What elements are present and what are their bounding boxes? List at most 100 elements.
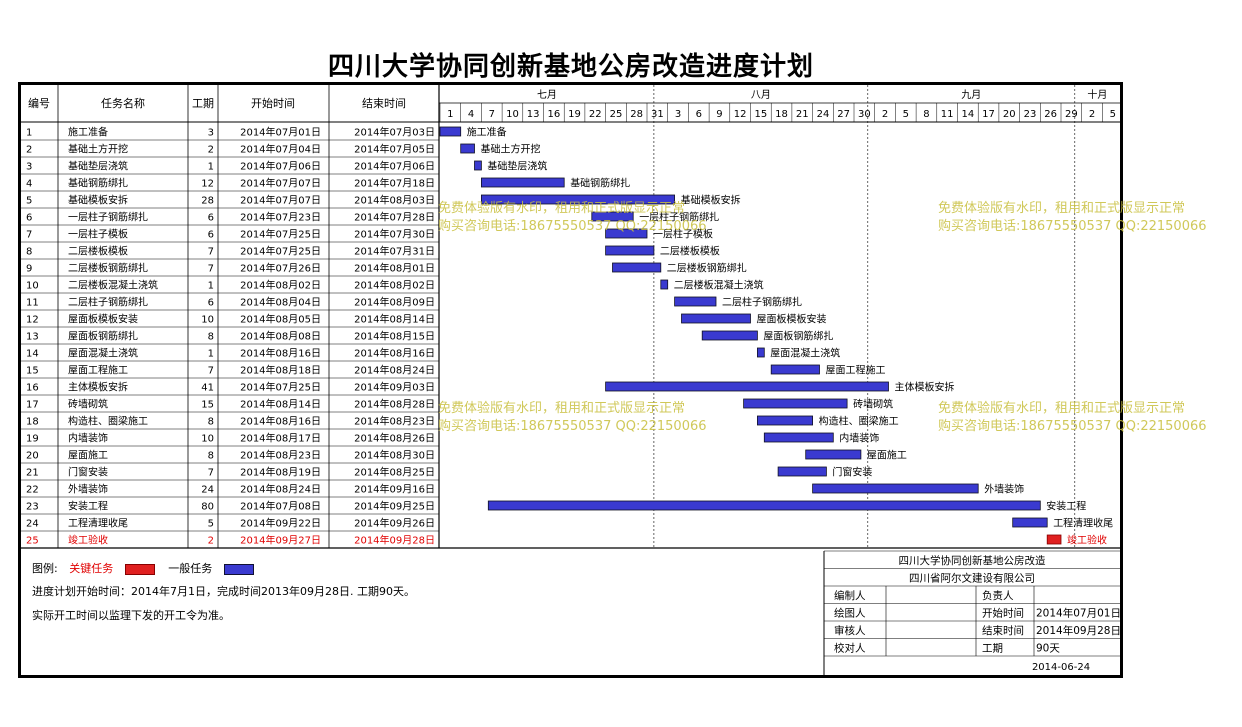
task-name: 屋面板钢筋绑扎 [68, 330, 138, 343]
gantt-bar [605, 245, 655, 256]
task-name: 二层楼板混凝土浇筑 [68, 279, 158, 292]
task-start: 2014年08月02日 [240, 279, 321, 292]
task-start: 2014年07月25日 [240, 245, 321, 258]
gantt-bar-label: 构造柱、圈梁施工 [819, 415, 899, 428]
watermark: 免费体验版有水印，租用和正式版显示正常购买咨询电话:18675550537 QQ… [938, 201, 1207, 234]
day-tick-label: 26 [1044, 109, 1057, 120]
gantt-bar [605, 228, 648, 239]
task-name: 二层楼板模板 [68, 245, 128, 258]
gantt-bar [480, 177, 565, 188]
day-tick-label: 2 [882, 109, 888, 120]
task-days: 1 [208, 349, 214, 360]
gantt-bar [474, 160, 482, 171]
task-days: 2 [208, 145, 214, 156]
gantt-bar-label: 内墙装饰 [839, 432, 879, 445]
task-no: 21 [26, 468, 39, 479]
info-label: 审核人 [834, 624, 866, 637]
gantt-bar-label: 二层楼板混凝土浇筑 [674, 279, 764, 292]
info-label: 校对人 [834, 642, 866, 655]
gantt-bar [701, 330, 758, 341]
day-tick-label: 18 [775, 109, 788, 120]
gantt-bar-label: 外墙装饰 [984, 483, 1024, 496]
task-days: 28 [201, 196, 214, 207]
task-days: 10 [201, 434, 214, 445]
day-tick-label: 21 [796, 109, 809, 120]
page-title: 四川大学协同创新基地公房改造进度计划 [327, 52, 814, 82]
task-end: 2014年08月24日 [354, 364, 435, 377]
gantt-bar [763, 432, 834, 443]
task-no: 23 [26, 502, 39, 513]
info-label: 结束时间 [982, 624, 1024, 637]
day-tick-label: 29 [1065, 109, 1078, 120]
legend: 图例: 关键任务 一般任务 [32, 560, 254, 576]
task-end: 2014年08月09日 [354, 296, 435, 309]
task-name: 屋面混凝土浇筑 [68, 347, 138, 360]
task-days: 6 [208, 213, 214, 224]
day-tick-label: 1 [447, 109, 453, 120]
task-days: 8 [208, 332, 214, 343]
task-end: 2014年08月03日 [354, 194, 435, 207]
task-end: 2014年07月18日 [354, 177, 435, 190]
gantt-bar [591, 211, 634, 222]
task-name: 一层柱子钢筋绑扎 [68, 211, 148, 224]
task-start: 2014年08月05日 [240, 313, 321, 326]
day-tick-label: 22 [589, 109, 602, 120]
task-name: 外墙装饰 [68, 483, 108, 496]
watermark: 免费体验版有水印，租用和正式版显示正常购买咨询电话:18675550537 QQ… [938, 401, 1207, 434]
task-end: 2014年07月05日 [354, 143, 435, 156]
day-tick-label: 31 [651, 109, 664, 120]
task-start: 2014年07月26日 [240, 262, 321, 275]
task-days: 15 [201, 400, 214, 411]
task-name: 竣工验收 [68, 534, 108, 547]
gantt-bar-label: 屋面板钢筋绑扎 [763, 330, 833, 343]
info-date: 2014-06-24 [1032, 662, 1090, 673]
task-name: 内墙装饰 [68, 432, 108, 445]
day-tick-label: 28 [630, 109, 643, 120]
gantt-bar-label: 施工准备 [467, 126, 507, 139]
task-start: 2014年08月19日 [240, 466, 321, 479]
task-no: 24 [26, 519, 39, 530]
legend-normal-label: 一般任务 [168, 562, 213, 575]
task-name: 基础土方开挖 [68, 143, 128, 156]
task-start: 2014年08月08日 [240, 330, 321, 343]
day-tick-label: 23 [1024, 109, 1037, 120]
task-name: 砖墙砌筑 [68, 398, 108, 411]
task-end: 2014年09月16日 [354, 483, 435, 496]
day-tick-label: 4 [468, 109, 474, 120]
task-start: 2014年07月08日 [240, 500, 321, 513]
task-end: 2014年08月26日 [354, 432, 435, 445]
day-tick-label: 14 [961, 109, 974, 120]
task-days: 8 [208, 451, 214, 462]
note-start: 实际开工时间以监理下发的开工令为准。 [32, 609, 230, 622]
task-name: 基础垫层浇筑 [68, 160, 128, 173]
gantt-bar-label: 门窗安装 [832, 466, 872, 479]
task-days: 6 [208, 298, 214, 309]
task-start: 2014年07月25日 [240, 228, 321, 241]
legend-label: 图例: [32, 562, 58, 575]
gantt-bar [1046, 534, 1062, 545]
task-no: 4 [26, 179, 32, 190]
task-start: 2014年08月16日 [240, 415, 321, 428]
gantt-bar-label: 基础模板安拆 [681, 194, 741, 207]
task-no: 2 [26, 145, 32, 156]
task-days: 7 [208, 468, 214, 479]
task-name: 屋面板模板安装 [68, 313, 138, 326]
task-no: 16 [26, 383, 39, 394]
gantt-bar [460, 143, 475, 154]
gantt-bar [1012, 517, 1048, 528]
task-days: 12 [201, 179, 214, 190]
info-label: 开始时间 [982, 607, 1024, 620]
task-days: 24 [201, 485, 214, 496]
info-value: 90天 [1036, 643, 1060, 655]
info-label: 绘图人 [834, 607, 866, 620]
gantt-bar [777, 466, 827, 477]
day-tick-label: 9 [716, 109, 722, 120]
column-header: 结束时间 [362, 97, 406, 110]
note-schedule: 进度计划开始时间：2014年7月1日，完成时间2013年09月28日. 工期90… [32, 585, 415, 598]
task-start: 2014年07月23日 [240, 211, 321, 224]
day-tick-label: 13 [527, 109, 540, 120]
task-name: 主体模板安拆 [68, 381, 128, 394]
gantt-bar [660, 279, 669, 290]
task-days: 8 [208, 417, 214, 428]
